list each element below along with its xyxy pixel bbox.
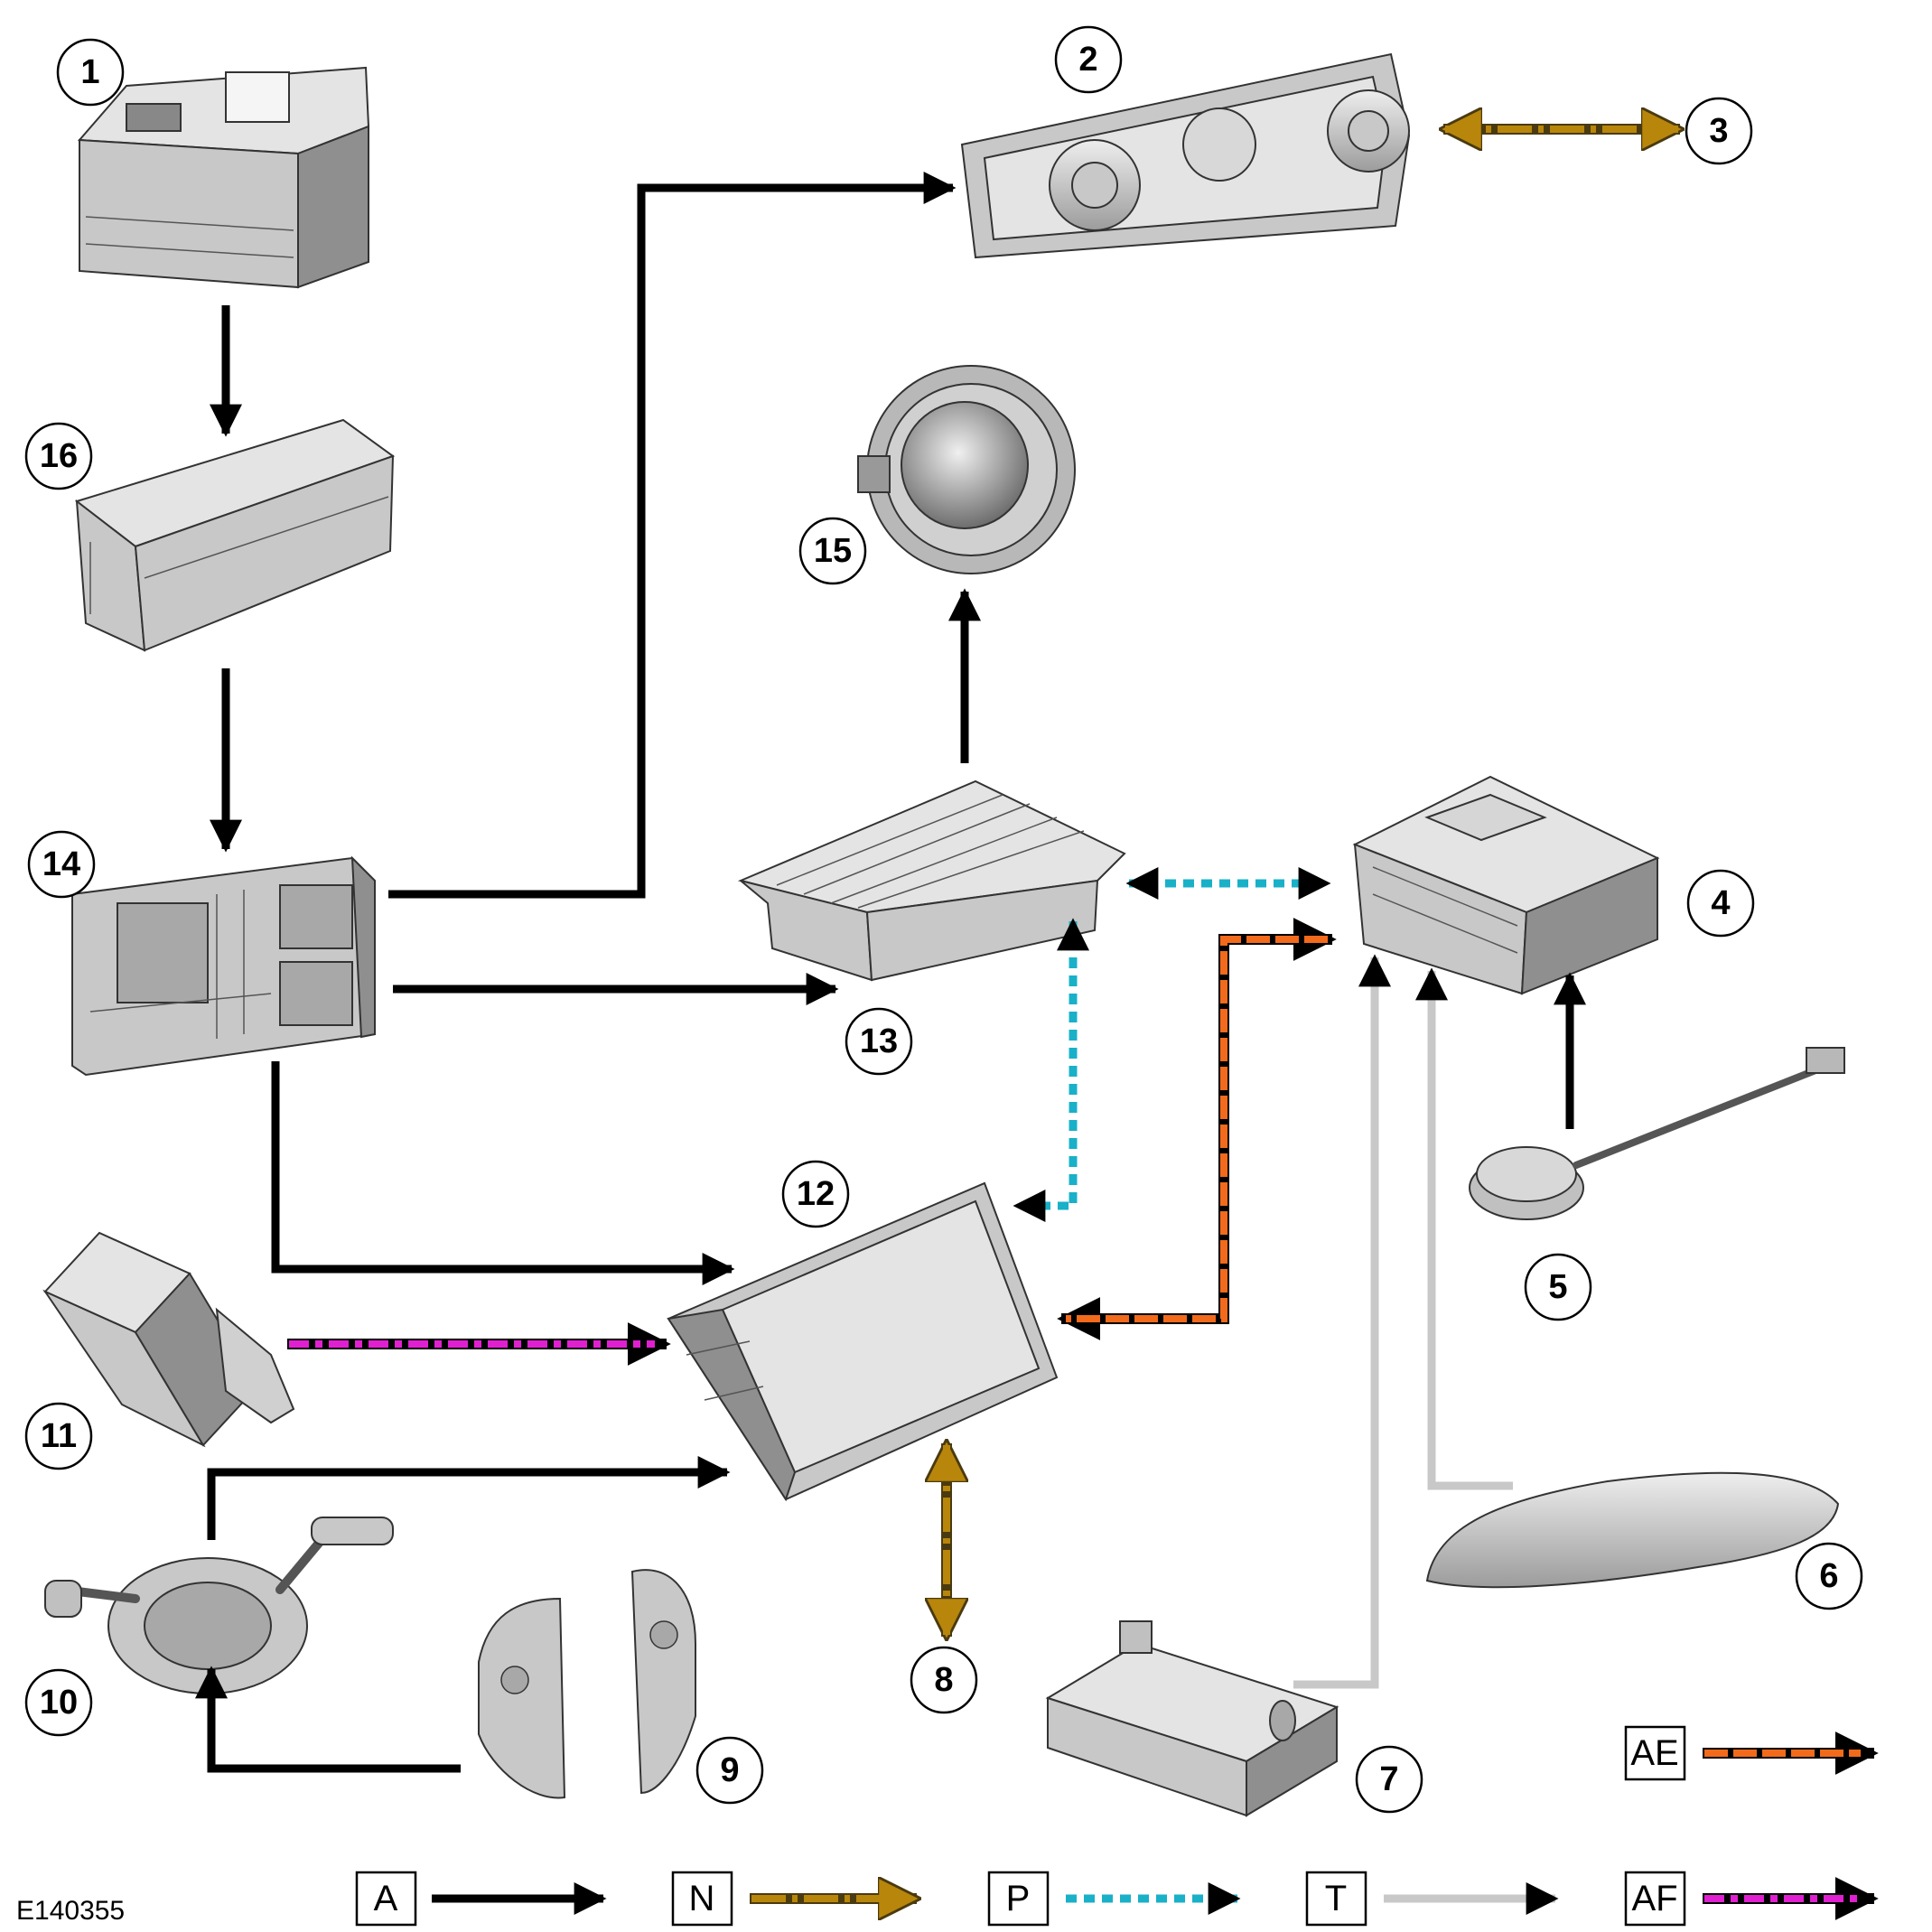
connection-14-to-2 <box>388 172 957 899</box>
svg-text:2: 2 <box>1078 41 1097 79</box>
connection-13-to-12 <box>1013 918 1089 1222</box>
svg-text:P: P <box>1006 1879 1031 1918</box>
callout-8: 8 <box>910 1646 978 1714</box>
antenna-icon <box>1469 1047 1845 1220</box>
svg-text:AF: AF <box>1631 1879 1677 1918</box>
callout-14: 14 <box>27 830 96 899</box>
svg-text:10: 10 <box>40 1684 78 1722</box>
svg-text:T: T <box>1325 1879 1347 1918</box>
tuner-module-icon <box>1045 1620 1339 1817</box>
svg-text:1: 1 <box>80 53 99 91</box>
roof-antenna-icon <box>1425 1471 1840 1589</box>
svg-text:9: 9 <box>720 1751 739 1789</box>
connection-14-to-12 <box>271 1061 735 1285</box>
audio-control-module-icon <box>1352 775 1660 995</box>
connection-10-to-12 <box>207 1456 731 1540</box>
amplifier-icon <box>737 779 1126 982</box>
svg-text:15: 15 <box>814 532 852 570</box>
callout-5: 5 <box>1524 1253 1592 1321</box>
callout-4: 4 <box>1686 869 1755 938</box>
callout-3: 3 <box>1685 97 1753 165</box>
svg-text:5: 5 <box>1548 1268 1567 1306</box>
legend-t: T <box>1305 1871 1559 1927</box>
svg-text:4: 4 <box>1711 884 1730 922</box>
climate-control-panel-icon <box>960 52 1411 259</box>
svg-text:11: 11 <box>41 1417 77 1455</box>
figure-id: E140355 <box>16 1896 125 1926</box>
callout-7: 7 <box>1355 1745 1423 1814</box>
svg-text:A: A <box>374 1879 398 1918</box>
callout-13: 13 <box>845 1007 913 1076</box>
svg-text:N: N <box>689 1879 715 1918</box>
svg-text:12: 12 <box>797 1175 835 1213</box>
svg-text:AE: AE <box>1630 1733 1678 1773</box>
svg-text:8: 8 <box>934 1661 953 1699</box>
connection-7-to-4 <box>1293 954 1391 1689</box>
svg-text:16: 16 <box>40 437 78 475</box>
usb-aux-socket-icon <box>42 1231 295 1448</box>
callout-6: 6 <box>1795 1542 1863 1610</box>
callout-2: 2 <box>1054 25 1123 94</box>
callout-15: 15 <box>798 517 867 585</box>
legend-af: AF <box>1624 1871 1879 1927</box>
callout-10: 10 <box>24 1668 93 1737</box>
svg-text:7: 7 <box>1379 1760 1398 1798</box>
battery-icon <box>77 66 370 289</box>
fuse-box-icon <box>71 855 376 1077</box>
connection-6-to-4 <box>1415 967 1513 1490</box>
callout-9: 9 <box>695 1736 764 1805</box>
legend-a: A <box>355 1871 607 1927</box>
callout-1: 1 <box>56 38 125 107</box>
svg-text:3: 3 <box>1709 112 1728 150</box>
connection-4-to-12 <box>1057 918 1337 1340</box>
legend-p: P <box>987 1871 1241 1927</box>
legend-ae: AE <box>1624 1725 1879 1781</box>
svg-text:13: 13 <box>860 1022 898 1060</box>
connection-9-to-10 <box>195 1666 461 1773</box>
callout-11: 11 <box>24 1402 93 1470</box>
steering-wheel-switches-icon <box>478 1569 696 1799</box>
svg-text:6: 6 <box>1819 1557 1838 1595</box>
svg-text:14: 14 <box>42 845 80 883</box>
callout-12: 12 <box>781 1160 850 1228</box>
speaker-icon <box>857 365 1076 574</box>
battery-junction-box-icon <box>74 418 396 652</box>
callout-16: 16 <box>24 422 93 490</box>
legend-n: N <box>671 1871 917 1927</box>
touch-screen-display-icon <box>667 1181 1059 1502</box>
clockspring-icon <box>44 1517 394 1694</box>
